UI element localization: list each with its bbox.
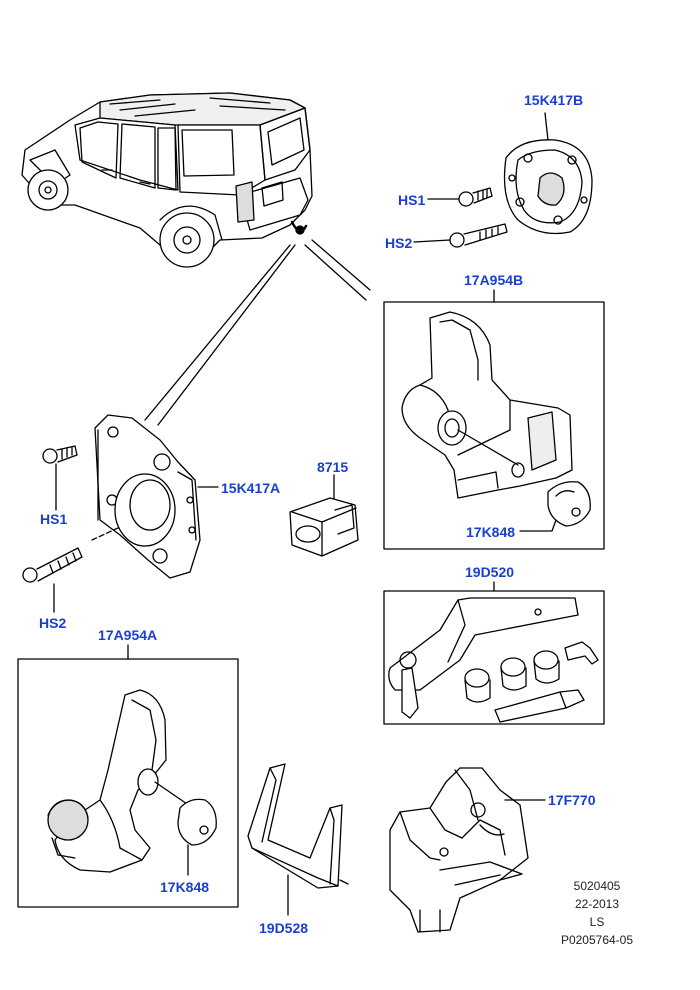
reference-block: 5020405 22-2013 LS P0205764-05 (542, 877, 652, 949)
label-17f770: 17F770 (548, 792, 596, 808)
leader-line-left (144, 244, 296, 426)
ref-date: 22-2013 (574, 897, 620, 911)
callout-line (544, 112, 549, 141)
ref-ls: LS (589, 915, 605, 929)
ref-code: 5020405 (573, 879, 621, 893)
label-17k848-a: 17K848 (160, 879, 210, 895)
box-17a954a (17, 658, 239, 908)
label-15k417a: 15K417A (221, 480, 281, 496)
label-15k417b: 15K417B (524, 92, 584, 108)
label-17a954b: 17A954B (464, 272, 524, 288)
receiver-17f770-illustration (389, 767, 529, 933)
hitch-plate-top-illustration (449, 139, 593, 248)
kit-19d520-illustration (388, 597, 599, 723)
ref-part-number: P0205764-05 (560, 933, 634, 947)
label-17k848-b: 17K848 (466, 524, 516, 540)
label-19d520: 19D520 (465, 564, 515, 580)
label-17a954a: 17A954A (98, 627, 158, 643)
plug-illustration (289, 497, 359, 557)
label-hs1-left: HS1 (40, 511, 68, 527)
box-17a954b (383, 301, 605, 550)
callout-line (519, 519, 557, 532)
bracket-19d528-illustration (247, 763, 349, 889)
label-8715: 8715 (317, 459, 349, 475)
hitch-plate-left-illustration (22, 414, 201, 583)
label-hs1-top: HS1 (398, 192, 426, 208)
callout-line (413, 239, 451, 243)
box-19d520 (383, 590, 605, 725)
label-hs2-top: HS2 (385, 235, 413, 251)
leader-line-right (304, 239, 371, 301)
vehicle-illustration (21, 92, 313, 268)
label-19d528: 19D528 (259, 920, 309, 936)
tow-ball-a-illustration (47, 689, 217, 873)
tow-ball-b-illustration (401, 311, 591, 527)
label-hs2-left: HS2 (39, 615, 67, 631)
